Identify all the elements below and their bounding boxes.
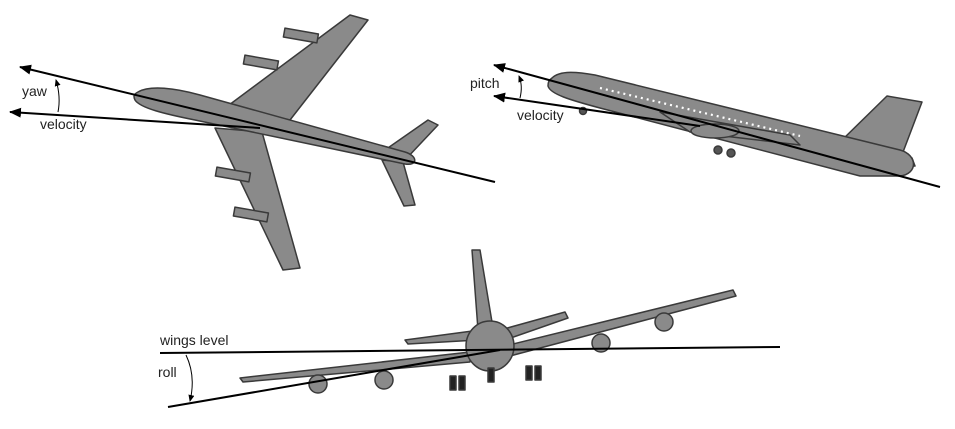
velocity-side-view-label: velocity (517, 107, 564, 123)
front-view-airplane-icon (240, 250, 736, 393)
velocity-top-view-label: velocity (40, 116, 87, 132)
wings-level-label: wings level (159, 332, 228, 348)
roll-angle-arc (186, 355, 192, 401)
pitch-angle-arc (519, 76, 521, 98)
yaw-label: yaw (22, 83, 48, 99)
roll-panel: wings level roll (158, 250, 780, 407)
yaw-panel: yaw velocity (10, 15, 495, 270)
roll-label: roll (158, 364, 177, 380)
side-view-airplane-icon (548, 72, 922, 176)
yaw-angle-arc (56, 80, 59, 112)
top-view-airplane-icon (134, 15, 438, 270)
pitch-label: pitch (470, 75, 500, 91)
pitch-panel: pitch velocity (470, 65, 940, 187)
